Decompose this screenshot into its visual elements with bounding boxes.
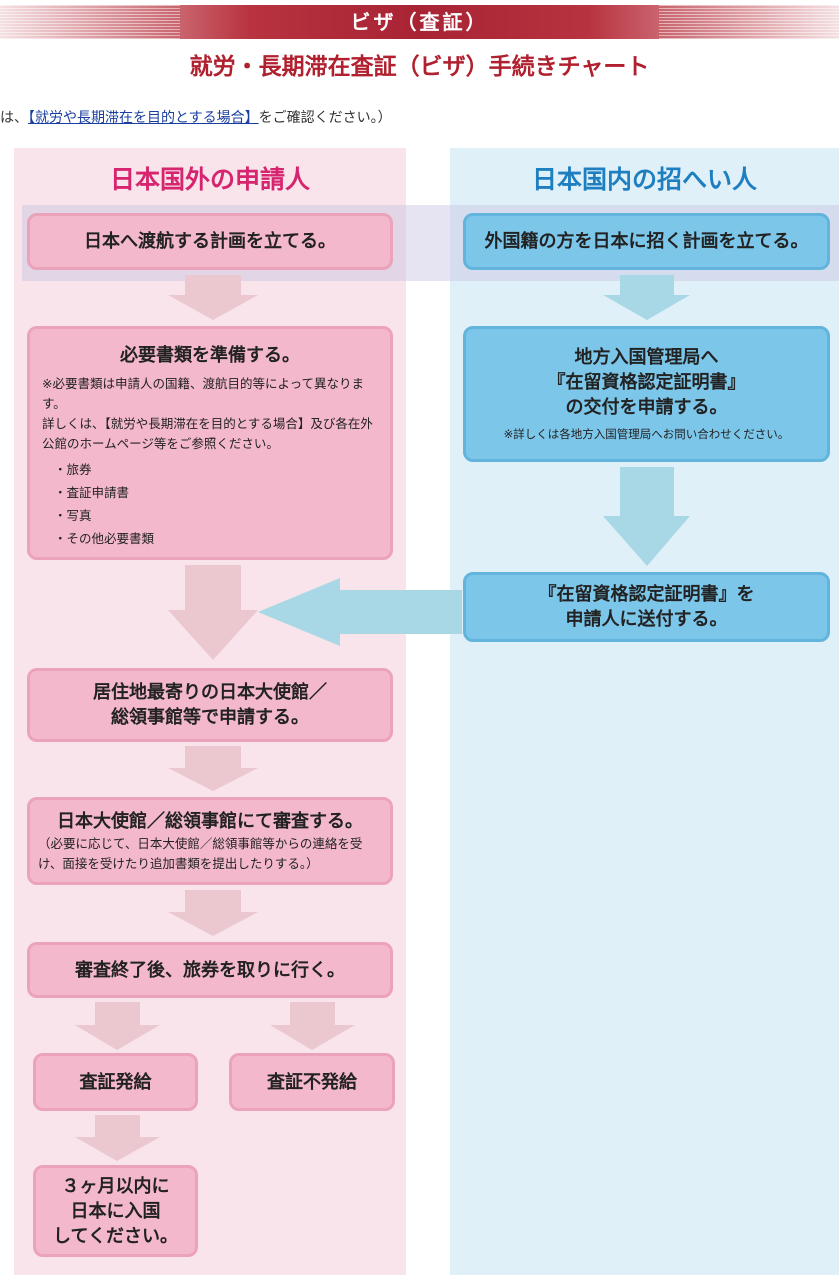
step-text: 日本へ渡航する計画を立てる。	[84, 231, 336, 252]
section-header: ビザ（査証）	[0, 5, 839, 39]
arrow-down	[168, 746, 258, 791]
step-text: 査証不発給	[267, 1071, 357, 1093]
note-suffix: をご確認ください。）	[258, 110, 392, 126]
step-text: 『在留資格認定証明書』	[547, 371, 746, 393]
step-text: 外国籍の方を日本に招く計画を立てる。	[484, 231, 809, 252]
arrow-down	[75, 1115, 160, 1161]
step-text: 居住地最寄りの日本大使館／	[93, 682, 327, 703]
step-collect-passport: 審査終了後、旅券を取りに行く。	[27, 942, 393, 998]
document-item: ・査証申請書	[54, 485, 130, 500]
arrow-down	[168, 890, 258, 936]
step-text: 日本に入国	[70, 1200, 161, 1222]
arrow-down	[168, 565, 258, 660]
step-text: 査証発給	[79, 1071, 152, 1093]
section-title: ビザ（査証）	[350, 10, 489, 34]
step-text: の交付を申請する。	[565, 396, 728, 418]
note-prefix: は、	[0, 110, 28, 126]
step-plan-travel: 日本へ渡航する計画を立てる。	[27, 213, 393, 270]
step-text: ３ヶ月以内に	[61, 1175, 170, 1197]
note-text: は、【就労や長期滞在を目的とする場合】をご確認ください。）	[0, 107, 392, 127]
purpose-link[interactable]: 【就労や長期滞在を目的とする場合】	[28, 110, 259, 126]
visa-issued: 査証発給	[33, 1053, 198, 1111]
step-prepare-documents: 必要書類を準備する。 ※必要書類は申請人の国籍、渡航目的等によって異なります。 …	[27, 326, 393, 560]
step-apply-coe: 地方入国管理局へ 『在留資格認定証明書』 の交付を申請する。 ※詳しくは各地方入…	[463, 326, 830, 462]
step-text: 申請人に送付する。	[565, 609, 728, 630]
step-text: 総領事館等で申請する。	[111, 707, 309, 728]
arrow-down	[603, 275, 690, 320]
arrow-down	[75, 1002, 160, 1050]
step-send-coe: 『在留資格認定証明書』を申請人に送付する。	[463, 572, 830, 642]
step-examination: 日本大使館／総領事館にて審査する。 （必要に応じて、日本大使館／総領事館等からの連…	[27, 797, 393, 885]
step-plan-invitation: 外国籍の方を日本に招く計画を立てる。	[463, 213, 830, 270]
arrow-left	[258, 578, 462, 646]
step-note: 詳しくは、【就労や長期滞在を目的とする場合】及び各在外公館のホームページ等をご参…	[42, 416, 373, 451]
step-text: 必要書類を準備する。	[120, 345, 300, 366]
page-title: 就労・長期滞在査証（ビザ）手続きチャート	[189, 54, 650, 80]
step-note: ※詳しくは各地方入国管理局へお問い合わせください。	[503, 426, 790, 441]
step-note: （必要に応じて、日本大使館／総領事館等からの連絡を受け、面接を受けたり追加書類を…	[38, 835, 363, 871]
step-enter-japan: ３ヶ月以内に日本に入国してください。	[33, 1165, 198, 1257]
document-item: ・その他必要書類	[54, 531, 155, 546]
applicant-heading: 日本国外の申請人	[109, 165, 310, 194]
document-item: ・写真	[54, 508, 92, 523]
step-text: 審査終了後、旅券を取りに行く。	[75, 959, 345, 981]
step-note: ※必要書類は申請人の国籍、渡航目的等によって異なります。	[42, 376, 364, 411]
step-text: 『在留資格認定証明書』を	[538, 584, 755, 605]
step-text: 地方入国管理局へ	[574, 346, 719, 368]
arrow-down	[270, 1002, 355, 1050]
visa-not-issued: 査証不発給	[229, 1053, 395, 1111]
step-apply-embassy: 居住地最寄りの日本大使館／ 総領事館等で申請する。	[27, 668, 393, 742]
step-text: 日本大使館／総領事館にて審査する。	[57, 810, 363, 832]
document-item: ・旅券	[54, 462, 92, 477]
arrow-down	[603, 467, 690, 566]
step-text: してください。	[53, 1225, 178, 1247]
inviter-heading: 日本国内の招へい人	[531, 165, 757, 194]
arrow-down	[168, 275, 258, 320]
